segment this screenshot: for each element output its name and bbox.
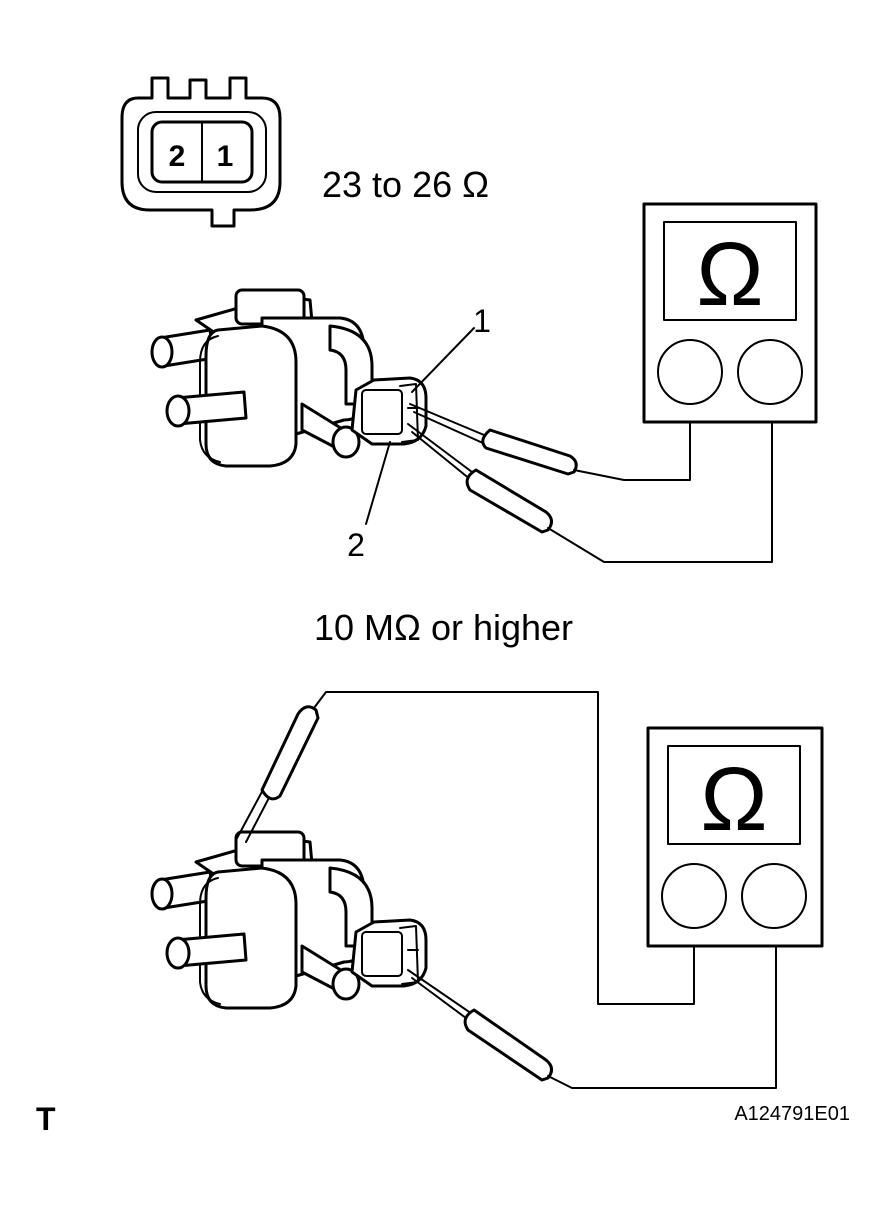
ohmmeter-icon: Ω bbox=[646, 726, 824, 948]
vsv-valve-icon bbox=[150, 288, 428, 468]
callout-terminal-2: 2 bbox=[347, 527, 365, 563]
ohm-symbol: Ω bbox=[696, 225, 763, 325]
pin-2-label: 2 bbox=[169, 140, 186, 173]
connector-face-icon: 2 1 bbox=[120, 76, 282, 228]
pin-1-label: 1 bbox=[217, 140, 234, 173]
resistance-spec-terminals: 23 to 26 Ω bbox=[322, 164, 489, 205]
test-probe-icon bbox=[407, 403, 773, 563]
insulation-spec: 10 MΩ or higher bbox=[314, 607, 573, 648]
ohmmeter-icon: Ω bbox=[642, 202, 818, 424]
figure-id: A124791E01 bbox=[734, 1103, 850, 1125]
vsv-valve-icon bbox=[150, 830, 428, 1010]
footer-mark: T bbox=[36, 1101, 56, 1137]
ohm-symbol: Ω bbox=[700, 750, 767, 850]
test-probe-icon bbox=[235, 691, 777, 1089]
callout-terminal-1: 1 bbox=[473, 303, 491, 339]
